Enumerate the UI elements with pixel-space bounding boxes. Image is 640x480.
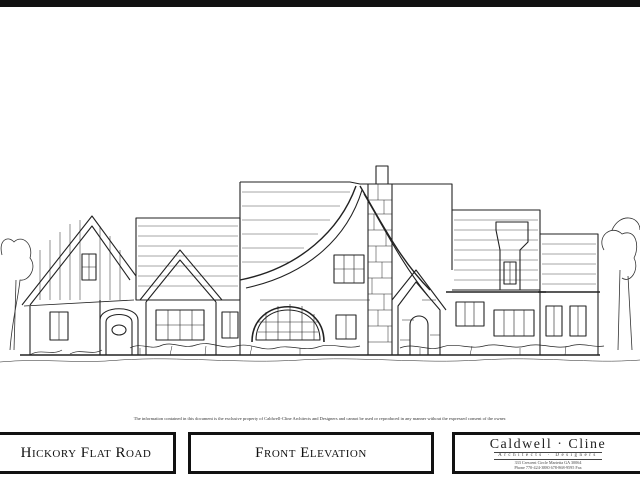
sheet-title: Front Elevation [255,444,367,461]
mid-left-roof [135,217,241,356]
sheet-title-box: Front Elevation [188,432,434,474]
stone-entry-gable [391,269,447,355]
firm-phone: Phone 770-424-3880 678-868-9595 Fax [514,464,582,470]
firm-subtitle: Architects · Designers [494,451,602,460]
project-name-box: Hickory Flat Road [0,432,176,474]
stone-foundation [0,343,640,363]
firm-logo-box: Caldwell · Cline Architects · Designers … [452,432,640,474]
copyright-disclaimer: The information contained in this docume… [133,416,507,421]
right-tree-sketch [601,217,640,351]
project-name: Hickory Flat Road [20,444,152,461]
left-tree-sketch [0,238,34,351]
firm-address: 333 Crescent Circle Marietta GA 30064 [514,459,582,465]
right-wing [446,209,546,356]
left-porch-arch [99,308,139,355]
firm-name: Caldwell · Cline [489,436,607,452]
far-right-wing [538,233,600,356]
front-elevation-drawing [0,165,640,363]
top-border-rule [0,0,640,7]
left-gable-wing [21,215,137,356]
title-block: Hickory Flat Road Front Elevation Caldwe… [0,430,640,480]
central-great-gable [239,181,453,355]
stone-chimney [367,165,393,356]
